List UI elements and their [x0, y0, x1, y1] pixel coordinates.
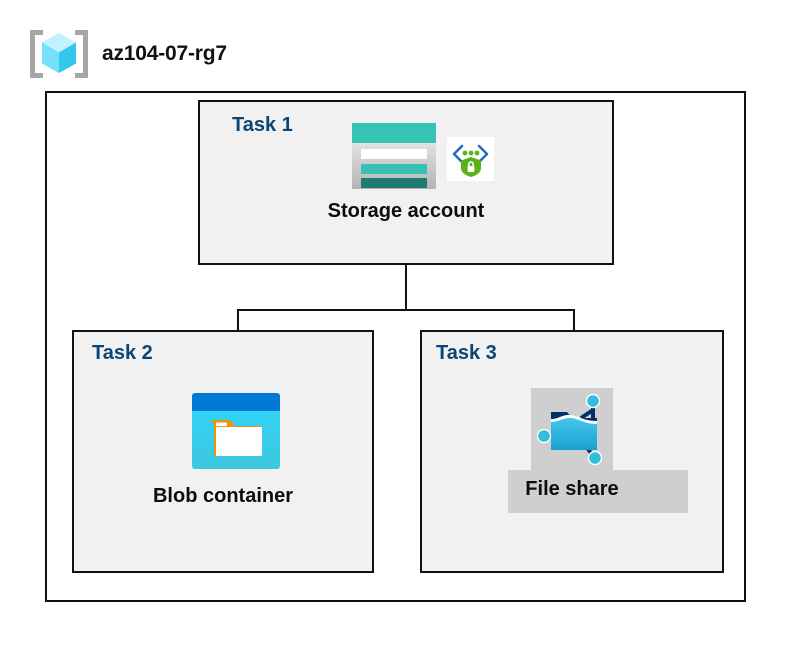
- file-share-caption: File share: [525, 478, 619, 500]
- diagram-header: az104-07-rg7: [30, 26, 227, 82]
- page-title: az104-07-rg7: [102, 42, 227, 65]
- file-share-icon: [531, 388, 613, 470]
- bracket-right-icon: [75, 30, 88, 78]
- storage-account-caption: Storage account: [327, 200, 485, 222]
- bracket-left-icon: [30, 30, 43, 78]
- secure-endpoint-icon: [447, 137, 494, 181]
- blob-container-icon: [192, 393, 280, 469]
- blob-titlebar: [192, 393, 280, 411]
- storage-row-teal: [361, 164, 427, 174]
- task-2-label: Task 2: [92, 342, 153, 364]
- storage-row-dark-teal: [361, 178, 427, 188]
- cube-icon: [42, 33, 76, 73]
- task-1-label: Task 1: [232, 114, 293, 136]
- blob-container-caption: Blob container: [152, 485, 293, 507]
- connector-stem: [405, 225, 407, 311]
- storage-row-white: [361, 149, 427, 159]
- storage-account-header: [352, 123, 436, 143]
- task-3-label: Task 3: [436, 342, 497, 364]
- storage-account-icon: [352, 123, 436, 189]
- file-share-label-highlight: [508, 470, 688, 513]
- resource-group-icon: [30, 26, 88, 82]
- connector-horizontal: [237, 309, 575, 311]
